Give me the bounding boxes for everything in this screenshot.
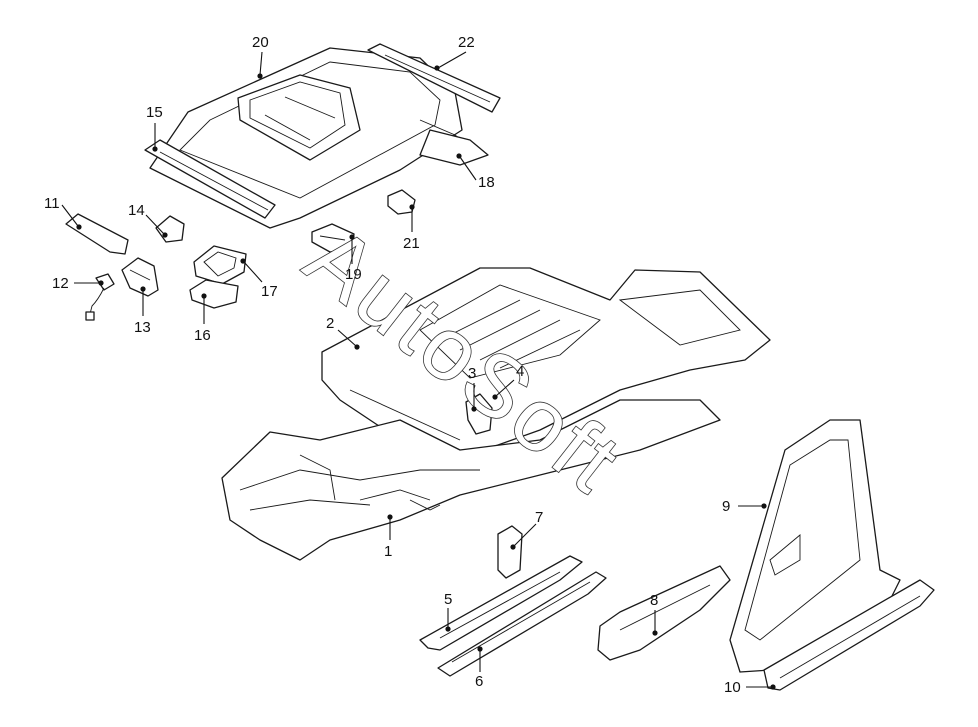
- floor-bracket: [465, 393, 493, 435]
- callout-label: 10: [724, 679, 741, 696]
- callout-12[interactable]: 12: [52, 275, 104, 292]
- callout-2[interactable]: 2: [326, 315, 360, 350]
- callout-6[interactable]: 6: [475, 646, 483, 690]
- roof-bracket-21: [387, 189, 416, 215]
- roof-rear-bow: [419, 129, 489, 166]
- callout-10[interactable]: 10: [724, 679, 776, 696]
- callout-20[interactable]: 20: [252, 34, 269, 79]
- callout-19[interactable]: 19: [345, 234, 362, 283]
- callout-label: 8: [650, 592, 658, 609]
- callout-label: 9: [722, 498, 730, 515]
- callout-label: 20: [252, 34, 269, 51]
- callout-1[interactable]: 1: [384, 514, 393, 560]
- callout-9[interactable]: 9: [722, 498, 767, 515]
- floor-panel-assembly: [321, 267, 771, 456]
- rear-sill: [597, 565, 731, 661]
- callout-22[interactable]: 22: [434, 34, 475, 71]
- callout-21[interactable]: 21: [403, 204, 420, 252]
- body-side-frame: [729, 419, 901, 673]
- callout-4[interactable]: 4: [492, 363, 524, 400]
- callout-label: 22: [458, 34, 475, 51]
- callout-label: 13: [134, 319, 151, 336]
- callout-label: 1: [384, 543, 392, 560]
- callout-8[interactable]: 8: [650, 592, 658, 636]
- callout-label: 12: [52, 275, 69, 292]
- callout-16[interactable]: 16: [194, 293, 211, 344]
- pillar-bracket: [497, 525, 523, 579]
- callout-18[interactable]: 18: [456, 153, 495, 191]
- inner-sill: [419, 555, 583, 651]
- callout-label: 6: [475, 673, 483, 690]
- console-bracket: [193, 245, 247, 285]
- callout-label: 17: [261, 283, 278, 300]
- console-base: [189, 279, 239, 309]
- callout-label: 18: [478, 174, 495, 191]
- callout-label: 14: [128, 202, 145, 219]
- mirror-bracket: [121, 257, 159, 297]
- callout-15[interactable]: 15: [146, 104, 163, 152]
- callout-7[interactable]: 7: [510, 509, 543, 550]
- callout-label: 4: [516, 363, 524, 380]
- callout-label: 16: [194, 327, 211, 344]
- callout-label: 15: [146, 104, 163, 121]
- callout-label: 19: [345, 266, 362, 283]
- callout-11[interactable]: 11: [44, 195, 82, 230]
- lower-rocker: [763, 579, 935, 691]
- callout-17[interactable]: 17: [240, 258, 278, 300]
- callout-label: 3: [468, 365, 476, 382]
- callout-label: 7: [535, 509, 543, 526]
- callout-label: 5: [444, 591, 452, 608]
- callout-5[interactable]: 5: [444, 591, 452, 632]
- visor-clip: [155, 215, 185, 243]
- wiring-connector: [85, 273, 115, 321]
- chassis-frame: [221, 399, 721, 561]
- callout-label: 11: [44, 195, 60, 212]
- callout-label: 2: [326, 315, 334, 332]
- callout-label: 21: [403, 235, 420, 252]
- callout-13[interactable]: 13: [134, 286, 151, 336]
- callout-14[interactable]: 14: [128, 202, 168, 238]
- rear-roof-rail: [367, 43, 501, 113]
- callout-3[interactable]: 3: [468, 365, 477, 412]
- sun-visor: [65, 213, 129, 255]
